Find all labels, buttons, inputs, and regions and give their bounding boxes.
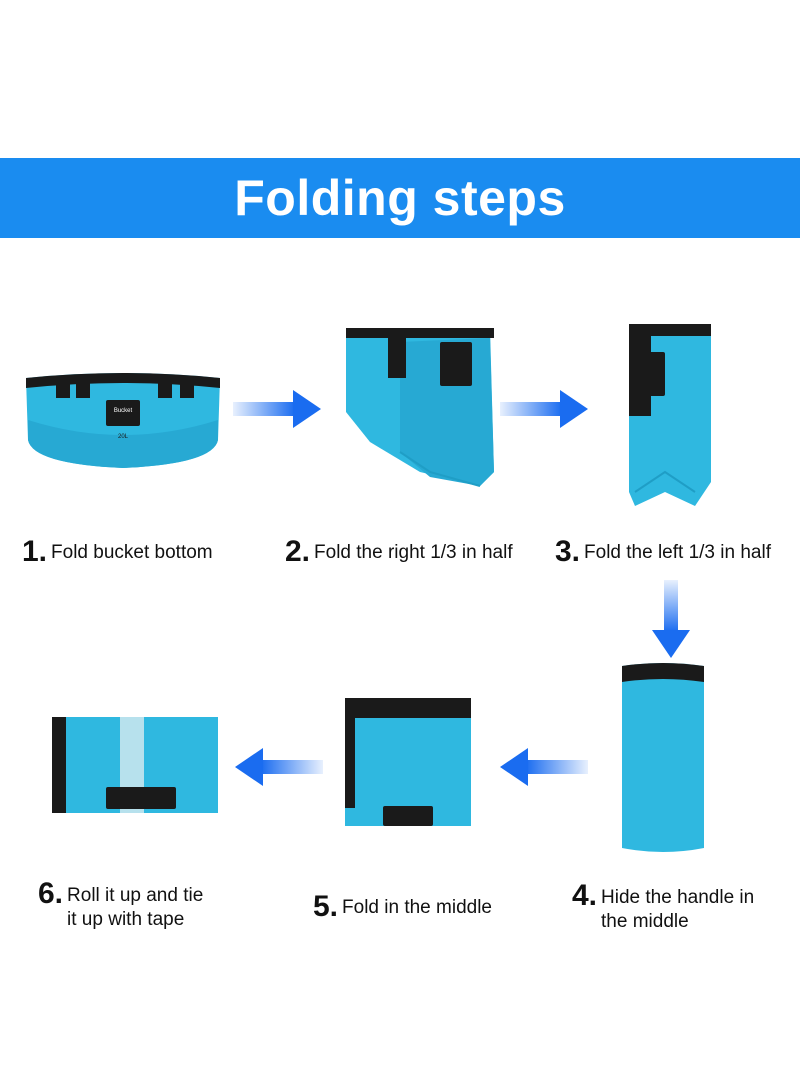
bag-brand-label: Bucket xyxy=(114,408,133,414)
step-5-caption: 5.Fold in the middle xyxy=(313,892,492,922)
step-number: 2. xyxy=(285,535,311,568)
step-number: 5. xyxy=(313,890,339,923)
step-label: Fold in the middle xyxy=(342,897,492,918)
step-number: 1. xyxy=(22,535,48,568)
step-number: 4. xyxy=(572,879,598,912)
step-label: Hide the handle in the middle xyxy=(601,887,755,932)
step-3-caption: 3.Fold the left 1/3 in half xyxy=(555,537,771,567)
step-2-caption: 2.Fold the right 1/3 in half xyxy=(285,537,513,567)
step-3-image xyxy=(629,324,711,506)
step-6-caption: 6.Roll it up and tie it up with tape xyxy=(38,879,204,932)
arrow-down-icon xyxy=(652,580,690,658)
page-title: Folding steps xyxy=(234,170,566,226)
arrow-right-icon xyxy=(233,390,321,428)
step-label: Roll it up and tie it up with tape xyxy=(67,885,204,930)
arrow-left-icon xyxy=(500,748,588,786)
step-number: 3. xyxy=(555,535,581,568)
step-label: Fold the left 1/3 in half xyxy=(584,542,771,563)
bag-size-label: 20L xyxy=(118,434,129,440)
step-number: 6. xyxy=(38,877,64,910)
step-1-image: Bucket 20L xyxy=(26,373,220,468)
arrow-right-icon xyxy=(500,390,588,428)
step-2-image xyxy=(346,328,494,487)
step-label: Fold bucket bottom xyxy=(51,542,213,563)
step-5-image xyxy=(345,698,471,826)
step-4-caption: 4.Hide the handle in the middle xyxy=(572,881,755,934)
step-label: Fold the right 1/3 in half xyxy=(314,542,513,563)
title-banner: Folding steps xyxy=(0,158,800,238)
step-1-caption: 1.Fold bucket bottom xyxy=(22,537,213,567)
step-6-image xyxy=(52,717,218,813)
step-4-image xyxy=(622,663,704,852)
arrow-left-icon xyxy=(235,748,323,786)
